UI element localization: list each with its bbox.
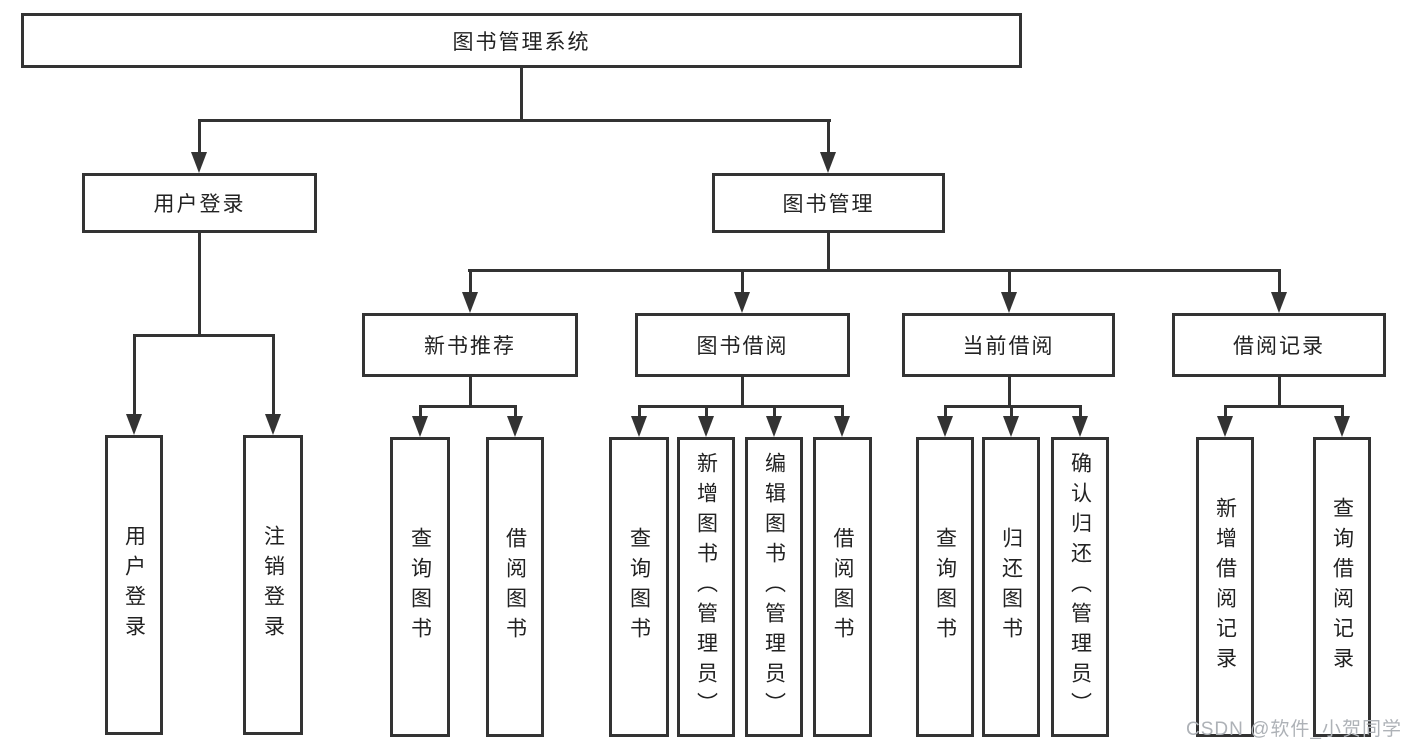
leaf-label: 借阅图书 xyxy=(831,527,854,647)
leaf-current-search-books: 查询图书 xyxy=(916,437,974,737)
arrowhead-icon xyxy=(1003,416,1019,437)
connector-vline xyxy=(1008,270,1011,295)
arrowhead-icon xyxy=(412,416,428,437)
leaf-borrow-search-books: 查询图书 xyxy=(609,437,669,737)
connector-vline xyxy=(272,335,275,417)
connector-vline xyxy=(514,406,517,418)
connector-vline xyxy=(198,120,201,155)
arrowhead-icon xyxy=(1001,292,1017,313)
node-book-management: 图书管理 xyxy=(712,173,945,233)
connector-hline xyxy=(944,405,1082,408)
connector-vline xyxy=(1278,270,1281,295)
leaf-label: 查询图书 xyxy=(933,527,957,647)
arrowhead-icon xyxy=(265,414,281,435)
connector-vline xyxy=(198,233,201,335)
connector-hline xyxy=(468,269,1281,272)
leaf-label: 用户登录 xyxy=(122,525,146,645)
node-library-system: 图书管理系统 xyxy=(21,13,1022,68)
leaf-add-borrow-record: 新增借阅记录 xyxy=(1196,437,1254,737)
leaf-borrow-books: 借阅图书 xyxy=(813,437,872,737)
arrowhead-icon xyxy=(126,414,142,435)
arrowhead-icon xyxy=(631,416,647,437)
leaf-add-books-admin: 新增图书（管理员） xyxy=(677,437,735,737)
connector-vline xyxy=(741,270,744,295)
node-label: 图书管理系统 xyxy=(452,30,591,54)
node-label: 图书管理 xyxy=(782,193,875,216)
node-user-login: 用户登录 xyxy=(82,173,317,233)
node-label: 当前借阅 xyxy=(962,335,1055,358)
connector-hline xyxy=(198,119,831,122)
leaf-label: 归还图书 xyxy=(999,527,1023,647)
connector-vline xyxy=(638,406,641,418)
connector-vline xyxy=(944,406,947,418)
connector-vline xyxy=(827,120,830,155)
node-label: 借阅记录 xyxy=(1233,335,1325,358)
node-label: 用户登录 xyxy=(153,193,246,216)
leaf-label: 查询图书 xyxy=(408,527,432,647)
connector-vline xyxy=(705,406,708,418)
node-label: 图书借阅 xyxy=(696,335,789,358)
connector-vline xyxy=(1224,406,1227,418)
node-book-borrow: 图书借阅 xyxy=(635,313,850,377)
leaf-edit-books-admin: 编辑图书（管理员） xyxy=(745,437,803,737)
leaf-user-login: 用户登录 xyxy=(105,435,163,735)
connector-vline xyxy=(1079,406,1082,418)
connector-vline xyxy=(1008,377,1011,406)
connector-hline xyxy=(1224,405,1344,408)
leaf-return-books: 归还图书 xyxy=(982,437,1040,737)
arrowhead-icon xyxy=(1217,416,1233,437)
arrowhead-icon xyxy=(462,292,478,313)
node-borrow-records: 借阅记录 xyxy=(1172,313,1386,377)
node-label: 新书推荐 xyxy=(424,335,516,358)
node-new-book-recommend: 新书推荐 xyxy=(362,313,578,377)
connector-vline xyxy=(827,233,830,271)
arrowhead-icon xyxy=(507,416,523,437)
arrowhead-icon xyxy=(191,152,207,173)
arrowhead-icon xyxy=(734,292,750,313)
connector-vline xyxy=(469,377,472,406)
arrowhead-icon xyxy=(820,152,836,173)
connector-vline xyxy=(1010,406,1013,418)
arrowhead-icon xyxy=(766,416,782,437)
connector-vline xyxy=(741,377,744,406)
connector-vline xyxy=(841,406,844,418)
leaf-recommend-search-books: 查询图书 xyxy=(390,437,450,737)
leaf-recommend-borrow-books: 借阅图书 xyxy=(486,437,544,737)
connector-vline xyxy=(419,406,422,418)
connector-vline xyxy=(773,406,776,418)
node-current-borrow: 当前借阅 xyxy=(902,313,1115,377)
connector-hline xyxy=(133,334,275,337)
leaf-label: 编辑图书（管理员） xyxy=(762,452,786,722)
connector-hline xyxy=(419,405,517,408)
arrowhead-icon xyxy=(1072,416,1088,437)
arrowhead-icon xyxy=(1271,292,1287,313)
leaf-label: 查询借阅记录 xyxy=(1330,497,1354,677)
connector-vline xyxy=(1341,406,1344,418)
csdn-watermark: CSDN @软件_小贺同学 xyxy=(1186,719,1402,740)
connector-hline xyxy=(638,405,844,408)
arrowhead-icon xyxy=(937,416,953,437)
leaf-label: 新增借阅记录 xyxy=(1213,497,1237,677)
leaf-confirm-return-admin: 确认归还（管理员） xyxy=(1051,437,1109,737)
connector-vline xyxy=(520,68,523,120)
connector-vline xyxy=(133,335,136,417)
arrowhead-icon xyxy=(1334,416,1350,437)
leaf-logout: 注销登录 xyxy=(243,435,303,735)
leaf-label: 新增图书（管理员） xyxy=(694,452,718,722)
arrowhead-icon xyxy=(698,416,714,437)
arrowhead-icon xyxy=(834,416,850,437)
leaf-search-borrow-record: 查询借阅记录 xyxy=(1313,437,1371,737)
leaf-label: 注销登录 xyxy=(261,525,285,645)
connector-vline xyxy=(1278,377,1281,406)
connector-vline xyxy=(469,270,472,295)
leaf-label: 借阅图书 xyxy=(503,527,527,647)
leaf-label: 查询图书 xyxy=(627,527,651,647)
leaf-label: 确认归还（管理员） xyxy=(1068,452,1092,722)
